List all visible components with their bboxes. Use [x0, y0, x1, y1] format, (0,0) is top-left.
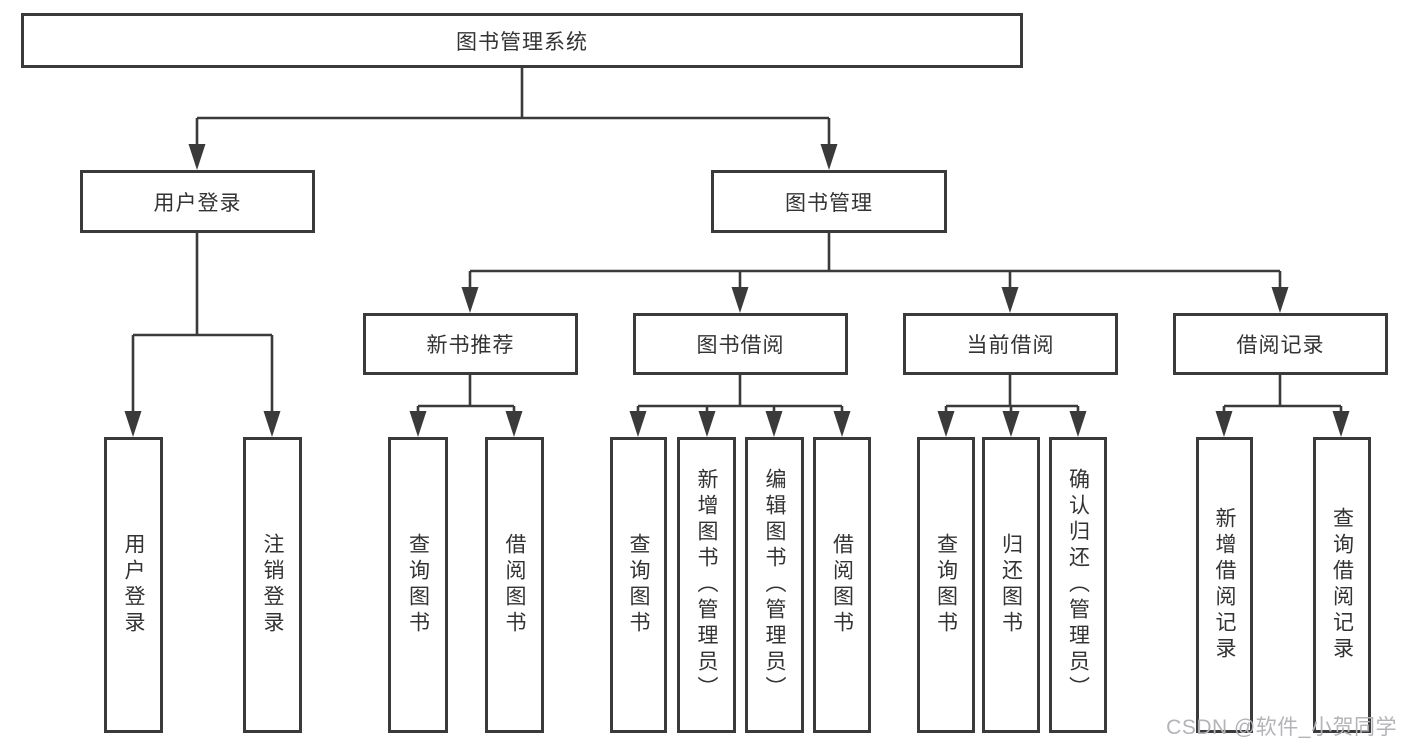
edge-user-login-split: [131, 233, 274, 412]
leaf-query-books-borrow: 查询图书: [610, 437, 667, 733]
leaf-user-login: 用户登录: [104, 437, 163, 733]
edge-current-borrow-split: [944, 375, 1080, 413]
edge-borrow-records-split: [1222, 375, 1343, 413]
edge-book-borrow-split: [636, 375, 844, 413]
leaf-add-book-admin: 新增图书（管理员）: [677, 437, 736, 733]
leaf-logout: 注销登录: [243, 437, 302, 733]
leaf-confirm-return-admin: 确认归还（管理员）: [1049, 437, 1107, 733]
leaf-query-books-current: 查询图书: [917, 437, 975, 733]
leaf-query-books-recommend: 查询图书: [388, 437, 448, 733]
edge-root-split: [195, 68, 831, 145]
csdn-watermark: CSDN @软件_小贺同学: [1166, 716, 1397, 739]
node-borrow-records: 借阅记录: [1173, 313, 1388, 375]
leaf-borrow-books-recommend: 借阅图书: [485, 437, 544, 733]
node-user-login: 用户登录: [80, 170, 315, 233]
node-new-book-recommend: 新书推荐: [363, 313, 578, 375]
edge-book-mgmt-split: [468, 233, 1282, 288]
leaf-query-borrow-record: 查询借阅记录: [1313, 437, 1371, 733]
leaf-add-borrow-record: 新增借阅记录: [1196, 437, 1253, 733]
node-book-borrow: 图书借阅: [633, 313, 848, 375]
node-book-management: 图书管理: [711, 170, 947, 233]
leaf-return-book: 归还图书: [982, 437, 1040, 733]
leaf-borrow-books: 借阅图书: [813, 437, 871, 733]
node-current-borrow: 当前借阅: [903, 313, 1118, 375]
edge-new-book-split: [416, 375, 516, 413]
leaf-edit-book-admin: 编辑图书（管理员）: [745, 437, 804, 733]
node-root: 图书管理系统: [21, 13, 1023, 68]
